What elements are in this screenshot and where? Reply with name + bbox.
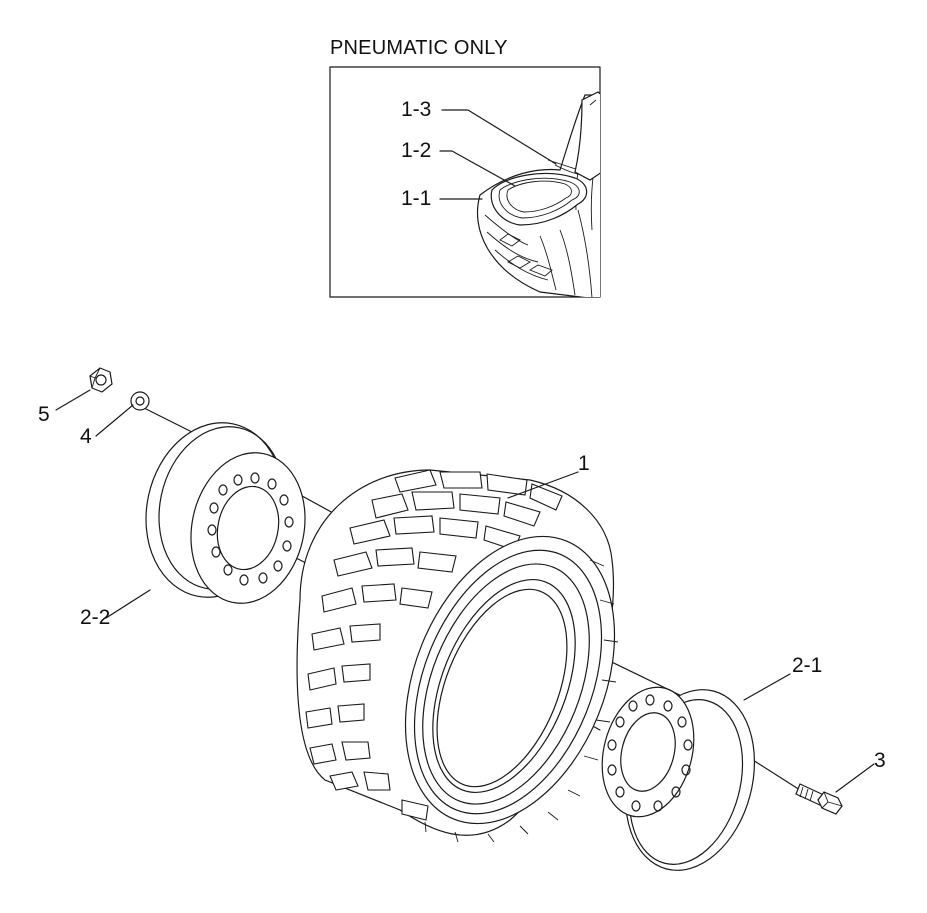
leader-2-2: [105, 589, 151, 619]
leader-1: [507, 471, 579, 499]
callout-1: 1: [578, 452, 590, 475]
callout-1-1: 1-1: [401, 187, 432, 210]
callout-2-1: 2-1: [792, 654, 823, 677]
inset-title: PNEUMATIC ONLY: [330, 37, 508, 59]
callout-2-2: 2-2: [80, 606, 111, 629]
rim-inner-part: [145, 422, 306, 604]
inset-panel: [329, 66, 601, 298]
leader-1-2: [439, 150, 516, 187]
leader-2-1: [743, 673, 791, 701]
washer-part: [130, 391, 150, 411]
axis-washer-rim: [139, 405, 199, 436]
leader-3: [835, 763, 875, 793]
callout-1-3: 1-3: [401, 98, 432, 121]
inset-tire-cutaway: [476, 91, 600, 297]
callout-3: 3: [874, 749, 886, 772]
rim-outer-part: [601, 686, 756, 871]
callout-1-2: 1-2: [401, 139, 432, 162]
tire-part: [296, 469, 619, 843]
leader-5: [55, 389, 91, 411]
leader-4: [95, 404, 134, 437]
leader-1-3: [441, 109, 557, 165]
nut-part: [89, 367, 113, 393]
bolt-part: [795, 783, 843, 815]
callout-4: 4: [80, 425, 92, 448]
callout-5: 5: [38, 403, 50, 426]
